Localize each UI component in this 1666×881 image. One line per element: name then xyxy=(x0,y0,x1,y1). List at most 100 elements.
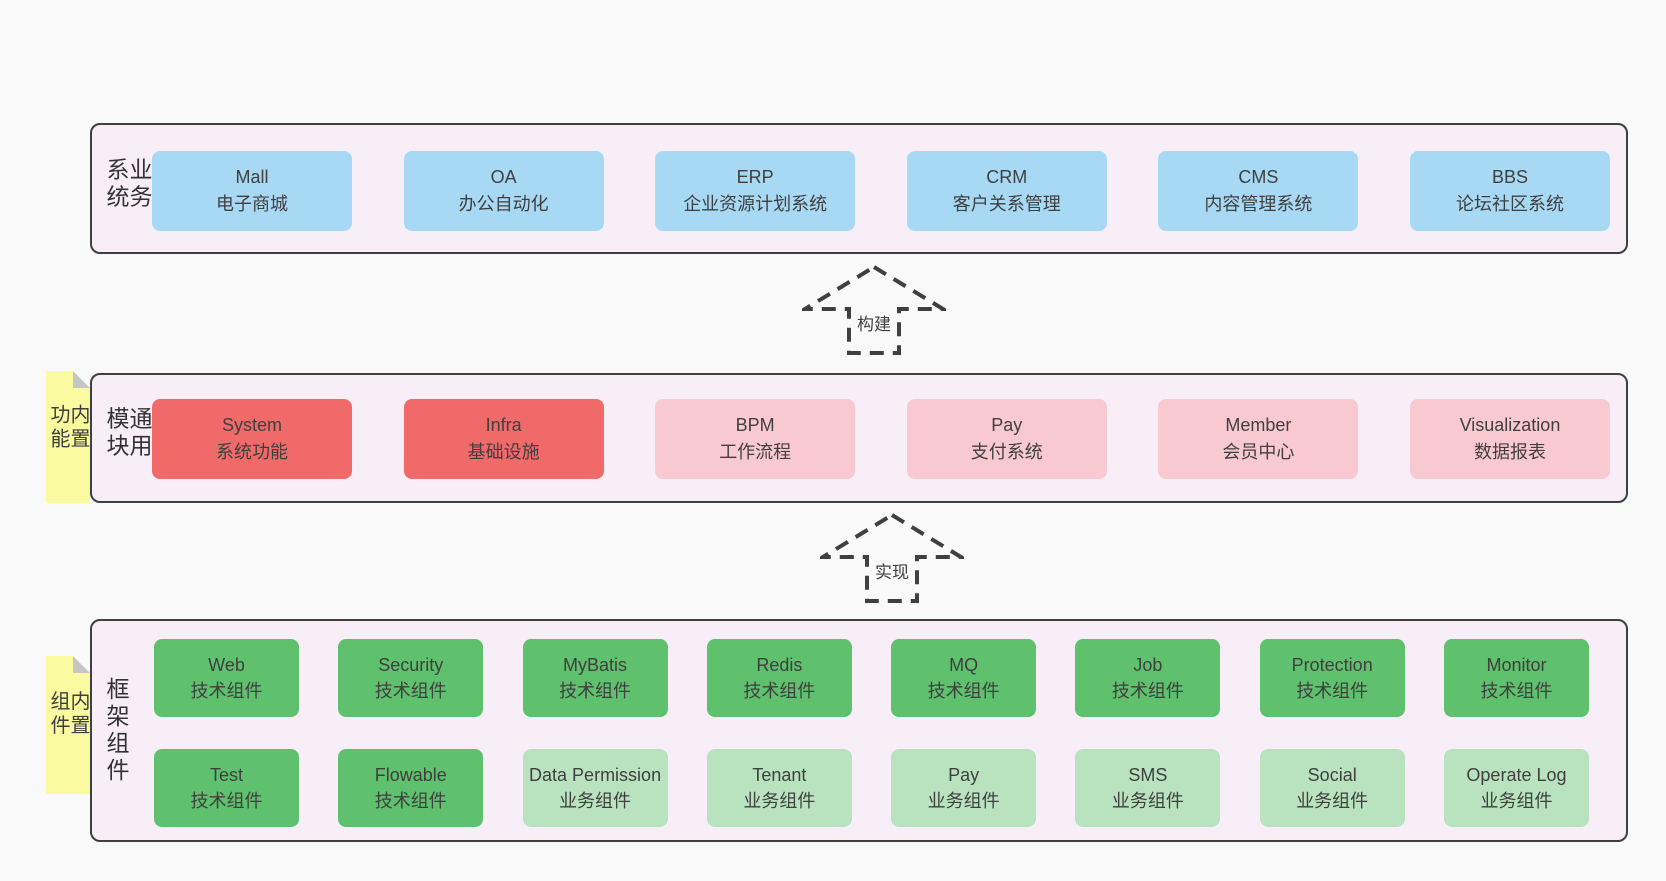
box-title: CMS xyxy=(1238,167,1279,187)
box-monitor: Monitor 技术组件 xyxy=(1443,639,1589,717)
box-oa: OA 办公自动化 xyxy=(403,151,604,231)
box-test: Test 技术组件 xyxy=(154,749,299,827)
box-title: Infra xyxy=(485,415,522,435)
build-arrow: 构建 xyxy=(802,264,946,356)
box-subtitle: 系统功能 xyxy=(216,442,288,462)
box-title: Protection xyxy=(1291,655,1373,675)
box-flowable: Flowable 技术组件 xyxy=(338,749,484,827)
box-erp: ERP 企业资源计划系统 xyxy=(655,151,856,231)
box-title: Flowable xyxy=(374,765,447,785)
sticky-fold-icon xyxy=(73,371,90,388)
box-title: CRM xyxy=(986,167,1028,187)
box-title: OA xyxy=(490,167,517,187)
box-mq: MQ 技术组件 xyxy=(891,639,1037,717)
box-title: Operate Log xyxy=(1466,765,1567,785)
box-subtitle: 技术组件 xyxy=(1296,681,1369,701)
box-title: Monitor xyxy=(1486,655,1547,675)
box-mall: Mall 电子商城 xyxy=(152,151,352,231)
box-title: Job xyxy=(1133,655,1163,675)
sticky-note-builtin-features: 内置功能 xyxy=(46,371,90,503)
box-data-permission: Data Permission 业务组件 xyxy=(522,749,668,827)
box-bbs: BBS 论坛社区系统 xyxy=(1409,151,1610,231)
layer-business-systems: 业务系统 Mall 电子商城 OA 办公自动化 ERP 企业资源计划系统 CRM… xyxy=(90,123,1628,254)
implement-arrow-label: 实现 xyxy=(872,558,912,583)
box-subtitle: 会员中心 xyxy=(1222,442,1295,462)
business-box-row: Mall 电子商城 OA 办公自动化 ERP 企业资源计划系统 CRM 客户关系… xyxy=(152,151,1610,231)
box-operate-log: Operate Log 业务组件 xyxy=(1443,749,1589,827)
box-subtitle: 业务组件 xyxy=(927,791,1000,811)
box-title: MQ xyxy=(949,655,979,675)
box-subtitle: 技术组件 xyxy=(374,791,447,811)
box-subtitle: 企业资源计划系统 xyxy=(683,194,828,214)
box-crm: CRM 客户关系管理 xyxy=(906,151,1107,231)
box-subtitle: 技术组件 xyxy=(1480,681,1553,701)
box-subtitle: 业务组件 xyxy=(1480,791,1553,811)
box-subtitle: 业务组件 xyxy=(559,791,632,811)
box-subtitle: 技术组件 xyxy=(559,681,632,701)
box-title: BBS xyxy=(1491,167,1528,187)
sticky-fold-icon xyxy=(73,656,90,673)
box-title: SMS xyxy=(1128,765,1168,785)
box-subtitle: 技术组件 xyxy=(374,681,447,701)
box-title: Tenant xyxy=(752,765,807,785)
box-title: Mall xyxy=(235,167,269,187)
box-cms: CMS 内容管理系统 xyxy=(1158,151,1359,231)
box-title: MyBatis xyxy=(563,655,628,675)
layer-label-business: 业务系统 xyxy=(103,156,152,211)
box-protection: Protection 技术组件 xyxy=(1259,639,1405,717)
up-arrow-icon xyxy=(802,264,946,355)
box-title: System xyxy=(221,415,282,435)
components-box-row-2: Test 技术组件 Flowable 技术组件 Data Permission … xyxy=(154,749,1589,827)
sticky-label: 内置功能 xyxy=(47,404,89,452)
layer-label-components: 框架组件 xyxy=(103,676,129,785)
build-arrow-label: 构建 xyxy=(854,310,894,335)
box-subtitle: 业务组件 xyxy=(743,791,816,811)
box-title: Pay xyxy=(991,415,1023,435)
box-title: BPM xyxy=(735,415,775,435)
box-title: Visualization xyxy=(1459,415,1561,435)
box-title: Member xyxy=(1225,415,1292,435)
box-redis: Redis 技术组件 xyxy=(706,639,852,717)
box-sms: SMS 业务组件 xyxy=(1075,749,1221,827)
box-subtitle: 技术组件 xyxy=(190,791,263,811)
box-system: System 系统功能 xyxy=(152,399,352,479)
implement-arrow: 实现 xyxy=(820,512,964,604)
box-title: Test xyxy=(209,765,243,785)
box-title: Pay xyxy=(948,765,980,785)
box-mybatis: MyBatis 技术组件 xyxy=(522,639,668,717)
up-arrow-icon xyxy=(820,512,964,603)
box-security: Security 技术组件 xyxy=(338,639,484,717)
box-infra: Infra 基础设施 xyxy=(403,399,604,479)
box-visualization: Visualization 数据报表 xyxy=(1409,399,1610,479)
box-social: Social 业务组件 xyxy=(1259,749,1405,827)
layer-framework-components: 框架组件 Web 技术组件 Security 技术组件 MyBatis 技术组件… xyxy=(90,619,1628,842)
layer-label-modules: 通用模块 xyxy=(103,406,152,461)
components-box-row-1: Web 技术组件 Security 技术组件 MyBatis 技术组件 Redi… xyxy=(154,639,1589,717)
box-title: Data Permission xyxy=(529,765,662,785)
layer-common-modules: 通用模块 System 系统功能 Infra 基础设施 BPM 工作流程 Pay… xyxy=(90,373,1628,503)
box-subtitle: 客户关系管理 xyxy=(952,194,1061,214)
box-title: Redis xyxy=(756,655,803,675)
box-job: Job 技术组件 xyxy=(1075,639,1221,717)
box-subtitle: 支付系统 xyxy=(970,442,1043,462)
box-subtitle: 业务组件 xyxy=(1111,791,1184,811)
box-bpm: BPM 工作流程 xyxy=(655,399,856,479)
box-title: Web xyxy=(208,655,245,675)
box-pay: Pay 支付系统 xyxy=(906,399,1107,479)
sticky-note-builtin-components: 内置组件 xyxy=(46,656,90,794)
box-subtitle: 工作流程 xyxy=(719,442,792,462)
box-title: Security xyxy=(378,655,444,675)
box-subtitle: 数据报表 xyxy=(1473,442,1546,462)
box-subtitle: 基础设施 xyxy=(467,442,540,462)
box-subtitle: 技术组件 xyxy=(743,681,816,701)
box-subtitle: 技术组件 xyxy=(927,681,1000,701)
box-subtitle: 论坛社区系统 xyxy=(1455,194,1564,214)
box-pay-component: Pay 业务组件 xyxy=(891,749,1037,827)
box-title: Social xyxy=(1307,765,1357,785)
box-subtitle: 内容管理系统 xyxy=(1204,194,1313,214)
box-subtitle: 技术组件 xyxy=(1111,681,1184,701)
box-subtitle: 电子商城 xyxy=(216,194,288,214)
sticky-label: 内置组件 xyxy=(47,690,89,739)
box-subtitle: 业务组件 xyxy=(1296,791,1369,811)
